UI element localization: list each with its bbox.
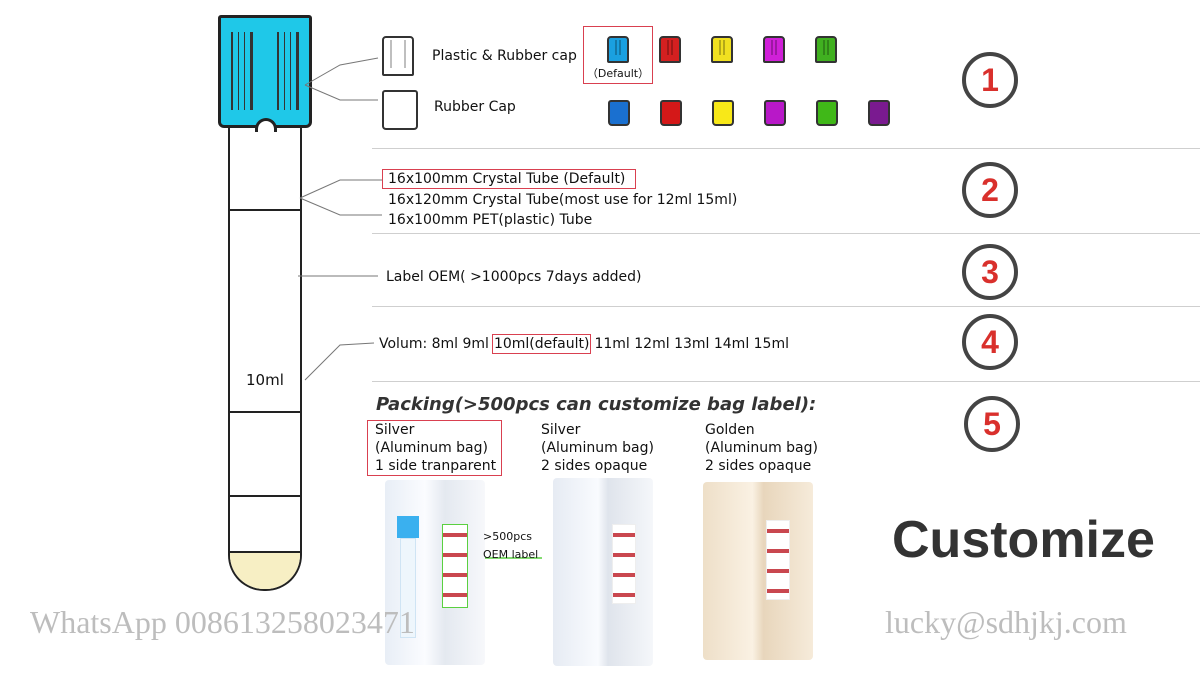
oem-note: >500pcs OEM label	[483, 530, 539, 561]
divider	[372, 148, 1200, 149]
default-tube-box	[382, 169, 636, 189]
rubber-cap-color-swatch	[712, 100, 734, 126]
step-number-5: 5	[964, 396, 1020, 452]
tube-option: 16x100mm PET(plastic) Tube	[388, 212, 593, 228]
bag-option-label: Golden (Aluminum bag) 2 sides opaque	[705, 421, 818, 475]
plastic-cap-outline-icon	[382, 36, 414, 76]
rubber-cap-color-swatch	[660, 100, 682, 126]
volume-suffix: 11ml 12ml 13ml 14ml 15ml	[594, 336, 789, 352]
tube-option: 16x120mm Crystal Tube(most use for 12ml …	[388, 192, 738, 208]
bag-option-line: (Aluminum bag)	[375, 440, 488, 456]
plastic-cap-color-swatch	[815, 36, 837, 63]
tube-option: 16x100mm Crystal Tube (Default)	[388, 171, 626, 187]
divider	[372, 233, 1200, 234]
watermark-whatsapp: WhatsApp 008613258023471	[30, 604, 415, 640]
rubber-cap-label: Rubber Cap	[434, 99, 516, 115]
rubber-cap-color-swatch	[816, 100, 838, 126]
default-cap-box	[583, 26, 653, 84]
step-number-1: 1	[962, 52, 1018, 108]
step-number-3: 3	[962, 244, 1018, 300]
divider	[372, 306, 1200, 307]
bag-option-label: Silver (Aluminum bag) 1 side tranparent	[375, 421, 496, 475]
plastic-cap-color-swatch	[711, 36, 733, 63]
bag-option-line: 1 side tranparent	[375, 458, 497, 474]
volume-prefix: Volum: 8ml 9ml	[379, 336, 489, 352]
plastic-cap-color-swatch	[659, 36, 681, 63]
customize-heading: Customize	[892, 511, 1155, 569]
rubber-cap-outline-icon	[382, 90, 418, 130]
plastic-cap-color-swatch	[763, 36, 785, 63]
rubber-cap-color-swatch	[764, 100, 786, 126]
golden-bag-image	[703, 482, 813, 660]
volume-options: Volum: 8ml 9ml 10ml(default) 11ml 12ml 1…	[379, 334, 789, 354]
watermark-email: lucky@sdhjkj.com	[885, 604, 1127, 640]
silver-opaque-bag-image	[553, 478, 653, 666]
plastic-cap-color-swatch	[607, 36, 629, 63]
step-number-4: 4	[962, 314, 1018, 370]
plastic-cap-label: Plastic & Rubber cap	[432, 48, 577, 64]
rubber-cap-color-swatch	[868, 100, 890, 126]
tube-volume-label: 10ml	[246, 371, 284, 389]
divider	[372, 381, 1200, 382]
packing-title: Packing(>500pcs can customize bag label)…	[376, 394, 817, 415]
label-oem-text: Label OEM( >1000pcs 7days added)	[386, 269, 642, 285]
default-bag-box	[367, 420, 502, 476]
oem-label-image	[442, 524, 468, 608]
bag-option-label: Silver (Aluminum bag) 2 sides opaque	[541, 421, 654, 475]
bag-option-line: (Aluminum bag)	[705, 440, 818, 456]
volume-default: 10ml(default)	[491, 334, 592, 354]
bag-option-line: Silver	[375, 422, 415, 438]
step-number-2: 2	[962, 162, 1018, 218]
bag-option-line: Silver	[541, 422, 581, 438]
default-label: （Default）	[586, 67, 650, 80]
bag-option-line: (Aluminum bag)	[541, 440, 654, 456]
bag-option-line: 2 sides opaque	[705, 458, 812, 474]
rubber-cap-color-swatch	[608, 100, 630, 126]
bag-option-line: 2 sides opaque	[541, 458, 648, 474]
tube-cap	[218, 15, 312, 132]
bag-option-line: Golden	[705, 422, 755, 438]
silver-transparent-bag-image	[385, 480, 485, 665]
tube-body	[228, 126, 302, 591]
tube-bottom-fill	[230, 551, 300, 589]
